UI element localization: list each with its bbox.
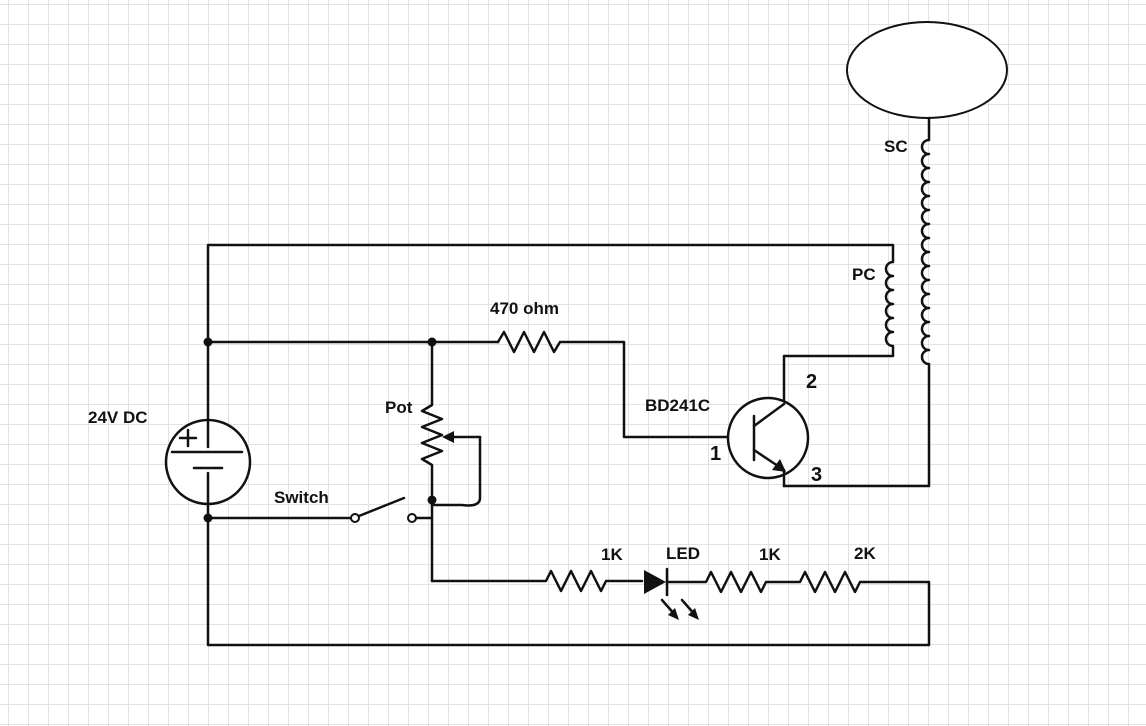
- resistor-2k-label: 2K: [854, 544, 876, 563]
- secondary-coil: [782, 116, 931, 488]
- resistor-1k-b-label: 1K: [759, 545, 781, 564]
- potentiometer: [420, 340, 482, 507]
- primary-coil-label: PC: [852, 265, 876, 284]
- transistor-label: BD241C: [645, 396, 710, 415]
- pin-3-label: 3: [811, 464, 822, 486]
- resistor-470-ohm: [496, 330, 732, 439]
- led-label: LED: [666, 544, 700, 563]
- pin-1-label: 1: [710, 443, 721, 465]
- top-load: [846, 21, 1008, 119]
- switch-label: Switch: [274, 488, 329, 507]
- led-branch: [430, 567, 866, 620]
- supply-label: 24V DC: [88, 408, 148, 427]
- switch: [206, 496, 434, 583]
- pot-label: Pot: [385, 398, 413, 417]
- primary-coil: [206, 243, 895, 402]
- resistor-470-label: 470 ohm: [490, 299, 559, 318]
- resistor-1k-a-label: 1K: [601, 545, 623, 564]
- battery-symbol: [164, 418, 252, 506]
- transistor-bd241c: [726, 396, 810, 488]
- pin-2-label: 2: [806, 371, 817, 393]
- secondary-coil-label: SC: [884, 137, 908, 156]
- left-rail: [206, 342, 931, 647]
